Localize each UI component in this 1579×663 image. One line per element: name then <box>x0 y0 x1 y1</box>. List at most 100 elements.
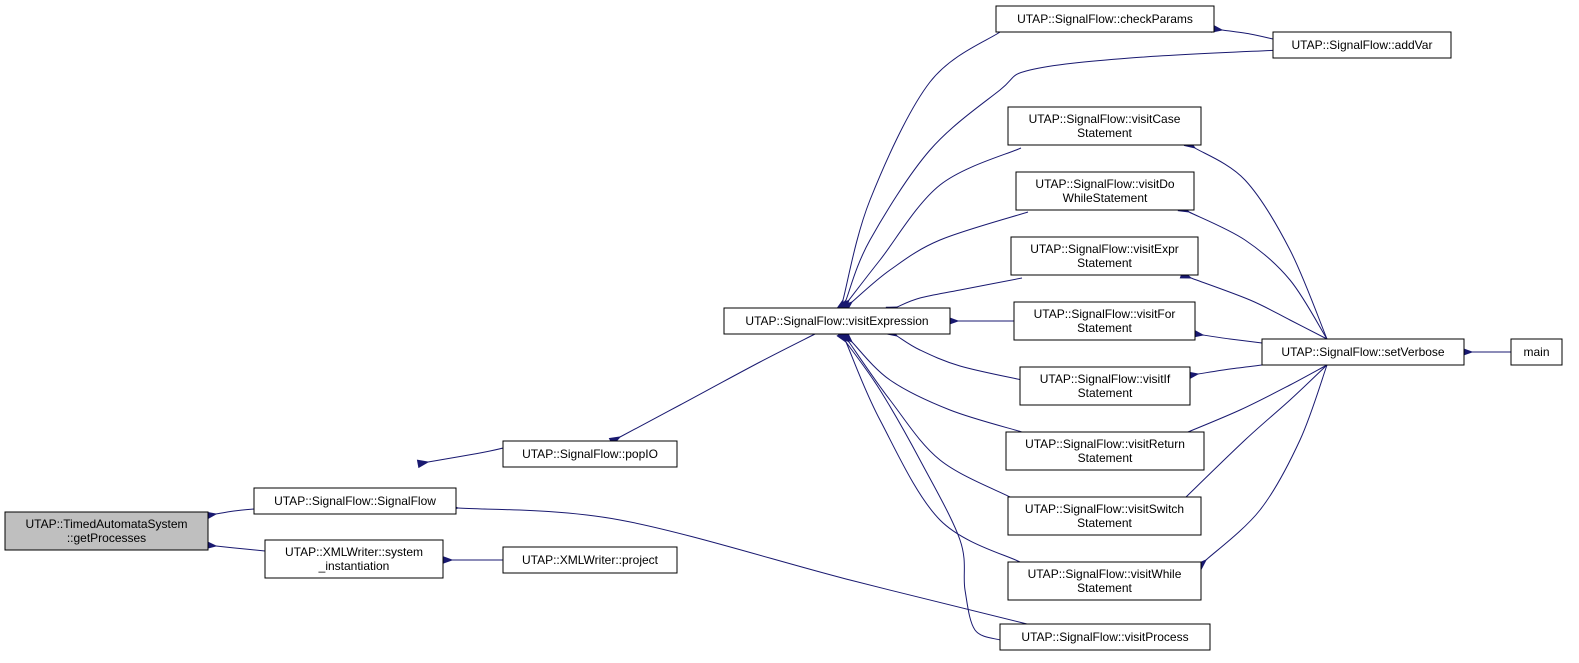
edge-visit-expression-to-pop-io <box>608 333 816 446</box>
node-box[interactable] <box>264 539 444 579</box>
edge-set-verbose-to-visit-do-while <box>1177 203 1328 340</box>
edge-system-instantiation-to-get-processes <box>205 540 266 552</box>
node-project[interactable]: UTAP::XMLWriter::project <box>502 546 678 574</box>
arrowhead-icon <box>416 459 430 469</box>
node-label: UTAP::TimedAutomataSystem <box>25 517 187 531</box>
edge-main-to-set-verbose <box>1461 347 1512 357</box>
edge-line <box>1202 334 1263 344</box>
node-box[interactable] <box>1007 106 1202 146</box>
edge-project-to-system-instantiation <box>441 555 503 565</box>
edge-visit-case-to-visit-expression <box>839 147 1022 311</box>
node-box[interactable] <box>4 511 209 551</box>
node-box[interactable] <box>1261 338 1465 366</box>
node-box[interactable] <box>1005 431 1205 471</box>
edge-line <box>896 277 1023 308</box>
node-add-var[interactable]: UTAP::SignalFlow::addVar <box>1272 31 1452 59</box>
edge-line <box>848 341 1011 498</box>
node-box[interactable] <box>1013 301 1196 341</box>
edge-line <box>848 147 1022 301</box>
edge-set-verbose-to-visit-if <box>1186 364 1263 380</box>
edge-line <box>215 508 255 515</box>
node-label: Statement <box>1077 126 1132 140</box>
edge-line <box>215 545 266 552</box>
node-label: Statement <box>1078 451 1133 465</box>
edge-line <box>851 211 1029 303</box>
edge-line <box>1185 364 1328 498</box>
edge-line <box>845 49 1281 301</box>
edge-line <box>1197 364 1263 375</box>
edge-visit-process-to-visit-expression <box>836 330 1001 641</box>
node-label: UTAP::SignalFlow::visitDo <box>1035 177 1174 191</box>
edge-line <box>851 341 1023 433</box>
edge-line <box>896 335 1023 381</box>
node-label: WhileStatement <box>1063 191 1148 205</box>
node-label: Statement <box>1077 256 1132 270</box>
node-label: UTAP::XMLWriter::project <box>522 553 659 567</box>
edge-visit-return-to-visit-expression <box>841 331 1023 433</box>
edge-line <box>1194 147 1328 340</box>
node-box[interactable] <box>1007 496 1202 536</box>
edge-set-verbose-to-visit-while <box>1195 364 1328 571</box>
node-main[interactable]: main <box>1510 338 1563 366</box>
node-label: UTAP::SignalFlow::visitExpression <box>745 314 928 328</box>
node-get-processes[interactable]: UTAP::TimedAutomataSystem::getProcesses <box>4 511 209 551</box>
edge-set-verbose-to-visit-case <box>1183 138 1328 340</box>
node-visit-expression[interactable]: UTAP::SignalFlow::visitExpression <box>723 307 951 335</box>
node-box[interactable] <box>502 440 678 468</box>
edge-line <box>1190 277 1328 340</box>
node-box[interactable] <box>1019 366 1191 406</box>
edge-line <box>842 31 1001 301</box>
node-system-instantiation[interactable]: UTAP::XMLWriter::system_instantiation <box>264 539 444 579</box>
node-label: main <box>1523 345 1549 359</box>
node-box[interactable] <box>1015 171 1195 211</box>
node-label: Statement <box>1078 386 1133 400</box>
node-signal-flow-ctor[interactable]: UTAP::SignalFlow::SignalFlow <box>253 487 457 515</box>
node-box[interactable] <box>999 623 1211 651</box>
edge-line <box>1187 364 1328 433</box>
node-box[interactable] <box>995 5 1215 33</box>
edge-visit-if-to-visit-expression <box>885 326 1023 381</box>
edge-line <box>1221 29 1274 40</box>
node-label: Statement <box>1077 581 1132 595</box>
node-label: UTAP::SignalFlow::checkParams <box>1017 12 1193 26</box>
node-label: UTAP::SignalFlow::visitFor <box>1034 307 1176 321</box>
node-box[interactable] <box>723 307 951 335</box>
node-visit-process[interactable]: UTAP::SignalFlow::visitProcess <box>999 623 1211 651</box>
node-pop-io[interactable]: UTAP::SignalFlow::popIO <box>502 440 678 468</box>
node-label: UTAP::SignalFlow::visitWhile <box>1028 567 1182 581</box>
edge-line <box>1188 211 1328 340</box>
edge-set-verbose-to-visit-for <box>1192 329 1263 344</box>
node-box[interactable] <box>253 487 457 515</box>
node-label: UTAP::SignalFlow::visitIf <box>1040 372 1171 386</box>
edge-line <box>619 333 816 438</box>
node-box[interactable] <box>1007 561 1202 601</box>
node-box[interactable] <box>1010 236 1199 276</box>
node-box[interactable] <box>1510 338 1563 366</box>
node-check-params[interactable]: UTAP::SignalFlow::checkParams <box>995 5 1215 33</box>
node-label: UTAP::SignalFlow::addVar <box>1292 38 1433 52</box>
graph-nodes: UTAP::TimedAutomataSystem::getProcessesU… <box>4 5 1563 651</box>
node-box[interactable] <box>502 546 678 574</box>
node-label: ::getProcesses <box>67 531 146 545</box>
edge-visit-do-while-to-visit-expression <box>841 211 1029 313</box>
node-label: Statement <box>1077 516 1132 530</box>
node-box[interactable] <box>1272 31 1452 59</box>
node-label: UTAP::SignalFlow::popIO <box>522 447 658 461</box>
node-label: _instantiation <box>318 559 390 573</box>
edge-add-var-to-check-params <box>1211 24 1274 40</box>
node-label: Statement <box>1077 321 1132 335</box>
node-label: UTAP::XMLWriter::system <box>285 545 423 559</box>
edge-line <box>457 507 1028 625</box>
edge-check-params-to-visit-expression <box>836 31 1001 312</box>
node-set-verbose[interactable]: UTAP::SignalFlow::setVerbose <box>1261 338 1465 366</box>
edge-set-verbose-to-visit-expr-stmt <box>1179 270 1328 340</box>
